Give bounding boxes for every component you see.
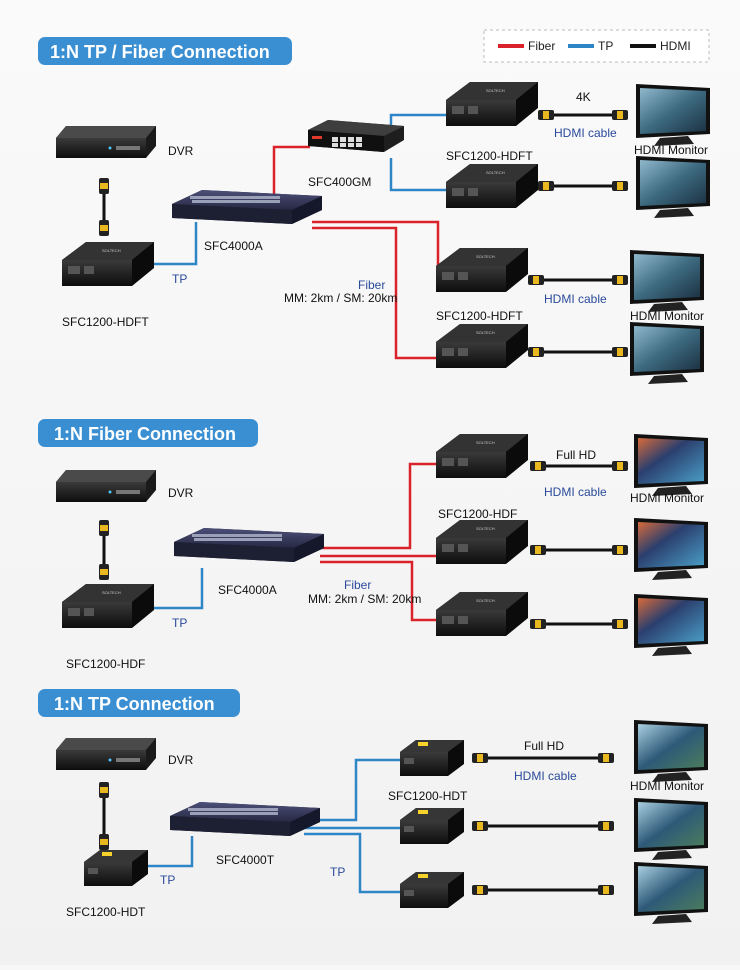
section-1-receiver-2 <box>446 164 538 208</box>
section-2: 1:N Fiber Connection DVR SFC12 <box>38 419 708 671</box>
section-3-receiver-2 <box>400 808 464 844</box>
section-3-dvr <box>56 738 156 770</box>
section-1-resolution: 4K <box>576 90 591 104</box>
section-2-cable-label: HDMI cable <box>544 485 607 499</box>
section-3-title-pill <box>38 689 240 717</box>
section-1-sub-switch-label: SFC400GM <box>308 175 371 189</box>
section-1-fiber-link-rx3 <box>312 220 448 280</box>
section-1-monitor-4 <box>630 322 704 384</box>
section-1-tp-link-rx2 <box>389 158 452 192</box>
legend-fiber-label: Fiber <box>528 39 555 53</box>
section-2-receiver-2 <box>436 520 528 564</box>
section-2-tp-link <box>152 568 204 610</box>
section-2-monitor-2 <box>634 518 708 580</box>
legend: Fiber TP HDMI <box>483 29 710 63</box>
section-1-sender-label: SFC1200-HDFT <box>62 315 149 329</box>
section-2-title-pill <box>38 419 258 447</box>
section-1-main-switch <box>172 190 322 224</box>
section-1-receiver-3 <box>436 248 528 292</box>
section-2-sender-label: SFC1200-HDF <box>66 657 145 671</box>
section-2-receiver-3 <box>436 592 528 636</box>
section-2-dvr <box>56 470 156 502</box>
section-2-title: 1:N Fiber Connection <box>54 424 236 444</box>
section-2-fiber-distance: MM: 2km / SM: 20km <box>308 592 421 606</box>
section-1: 1:N TP / Fiber Connection <box>38 37 710 384</box>
section-2-resolution: Full HD <box>556 448 596 462</box>
section-3-monitor-label: HDMI Monitor <box>630 779 704 793</box>
legend-tp-label: TP <box>598 39 613 53</box>
section-3-sender <box>84 850 148 886</box>
section-1-fiber-label: Fiber <box>358 278 385 292</box>
legend-hdmi-label: HDMI <box>660 39 691 53</box>
section-3-receiver-label: SFC1200-HDT <box>388 789 468 803</box>
section-3-tp-label-2: TP <box>330 865 345 879</box>
section-1-sub-switch <box>308 120 404 152</box>
section-2-main-switch-label: SFC4000A <box>218 583 277 597</box>
section-1-title: 1:N TP / Fiber Connection <box>50 42 270 62</box>
section-2-receiver-1 <box>436 434 528 478</box>
section-3-tp-link <box>146 836 194 868</box>
section-1-tp-link <box>150 222 198 266</box>
section-2-tp-label: TP <box>172 616 187 630</box>
section-3-sender-label: SFC1200-HDT <box>66 905 146 919</box>
section-1-receiver-top-label: SFC1200-HDFT <box>446 149 533 163</box>
section-1-monitor-bottom-label: HDMI Monitor <box>630 309 704 323</box>
section-3: 1:N TP Connection DVR SFC1200- <box>38 689 708 924</box>
section-3-title: 1:N TP Connection <box>54 694 215 714</box>
section-1-dvr <box>56 126 156 158</box>
section-2-hdmi-cables <box>540 464 618 626</box>
section-3-monitor-3 <box>634 862 708 924</box>
section-3-tp-link-rx3 <box>304 832 400 894</box>
section-1-monitor-1 <box>636 84 710 146</box>
section-2-fiber-link-rx1 <box>320 462 446 550</box>
section-1-monitor-3 <box>630 250 704 312</box>
section-1-dvr-label: DVR <box>168 144 194 158</box>
section-1-fiber-link-rx4 <box>312 226 448 360</box>
section-1-title-pill <box>38 37 292 65</box>
section-3-main-switch-label: SFC4000T <box>216 853 275 867</box>
section-2-receiver-label: SFC1200-HDF <box>438 507 517 521</box>
section-2-monitor-3 <box>634 594 708 656</box>
section-1-sender <box>62 242 154 286</box>
section-3-receiver-1 <box>400 740 464 776</box>
section-2-monitor-1 <box>634 434 708 496</box>
section-1-cable-top-label: HDMI cable <box>554 126 617 140</box>
section-1-fiber-distance: MM: 2km / SM: 20km <box>284 291 397 305</box>
section-3-receiver-3 <box>400 872 464 908</box>
section-3-tp-label: TP <box>160 873 175 887</box>
section-2-dvr-label: DVR <box>168 486 194 500</box>
section-3-resolution: Full HD <box>524 739 564 753</box>
section-1-receiver-bottom-label: SFC1200-HDFT <box>436 309 523 323</box>
section-2-fiber-link-rx3 <box>320 560 446 622</box>
section-3-monitor-1 <box>634 720 708 782</box>
section-1-main-switch-label: SFC4000A <box>204 239 263 253</box>
section-3-hdmi-cables <box>482 756 604 892</box>
section-3-tp-link-rx1 <box>304 758 400 822</box>
section-3-main-switch <box>170 802 320 836</box>
section-1-monitor-top-label: HDMI Monitor <box>634 143 708 157</box>
section-2-sender <box>62 584 154 628</box>
section-1-monitor-2 <box>636 156 710 218</box>
section-1-hdmi-cables <box>538 113 618 354</box>
section-1-tp-label: TP <box>172 272 187 286</box>
section-3-dvr-label: DVR <box>168 753 194 767</box>
section-1-receiver-4 <box>436 324 528 368</box>
section-3-monitor-2 <box>634 798 708 860</box>
section-1-receiver-1 <box>446 82 538 126</box>
section-1-cable-bottom-label: HDMI cable <box>544 292 607 306</box>
section-2-monitor-label: HDMI Monitor <box>630 491 704 505</box>
section-2-fiber-label: Fiber <box>344 578 371 592</box>
section-3-cable-label: HDMI cable <box>514 769 577 783</box>
section-2-main-switch <box>174 528 324 562</box>
section-1-fiber-link-sub <box>272 145 310 194</box>
